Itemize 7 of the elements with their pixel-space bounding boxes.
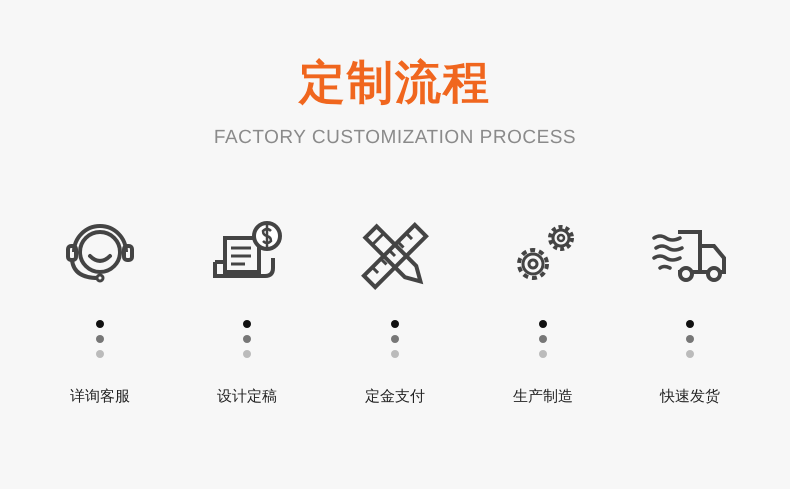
step-label: 设计定稿	[217, 387, 277, 405]
step-label: 快速发货	[660, 387, 720, 405]
step-label: 定金支付	[365, 387, 425, 405]
title: 定制流程	[299, 55, 491, 109]
step-label: 详询客服	[70, 387, 130, 405]
step-label: 生产制造	[513, 387, 573, 405]
subtitle: FACTORY CUSTOMIZATION PROCESS	[214, 127, 576, 148]
